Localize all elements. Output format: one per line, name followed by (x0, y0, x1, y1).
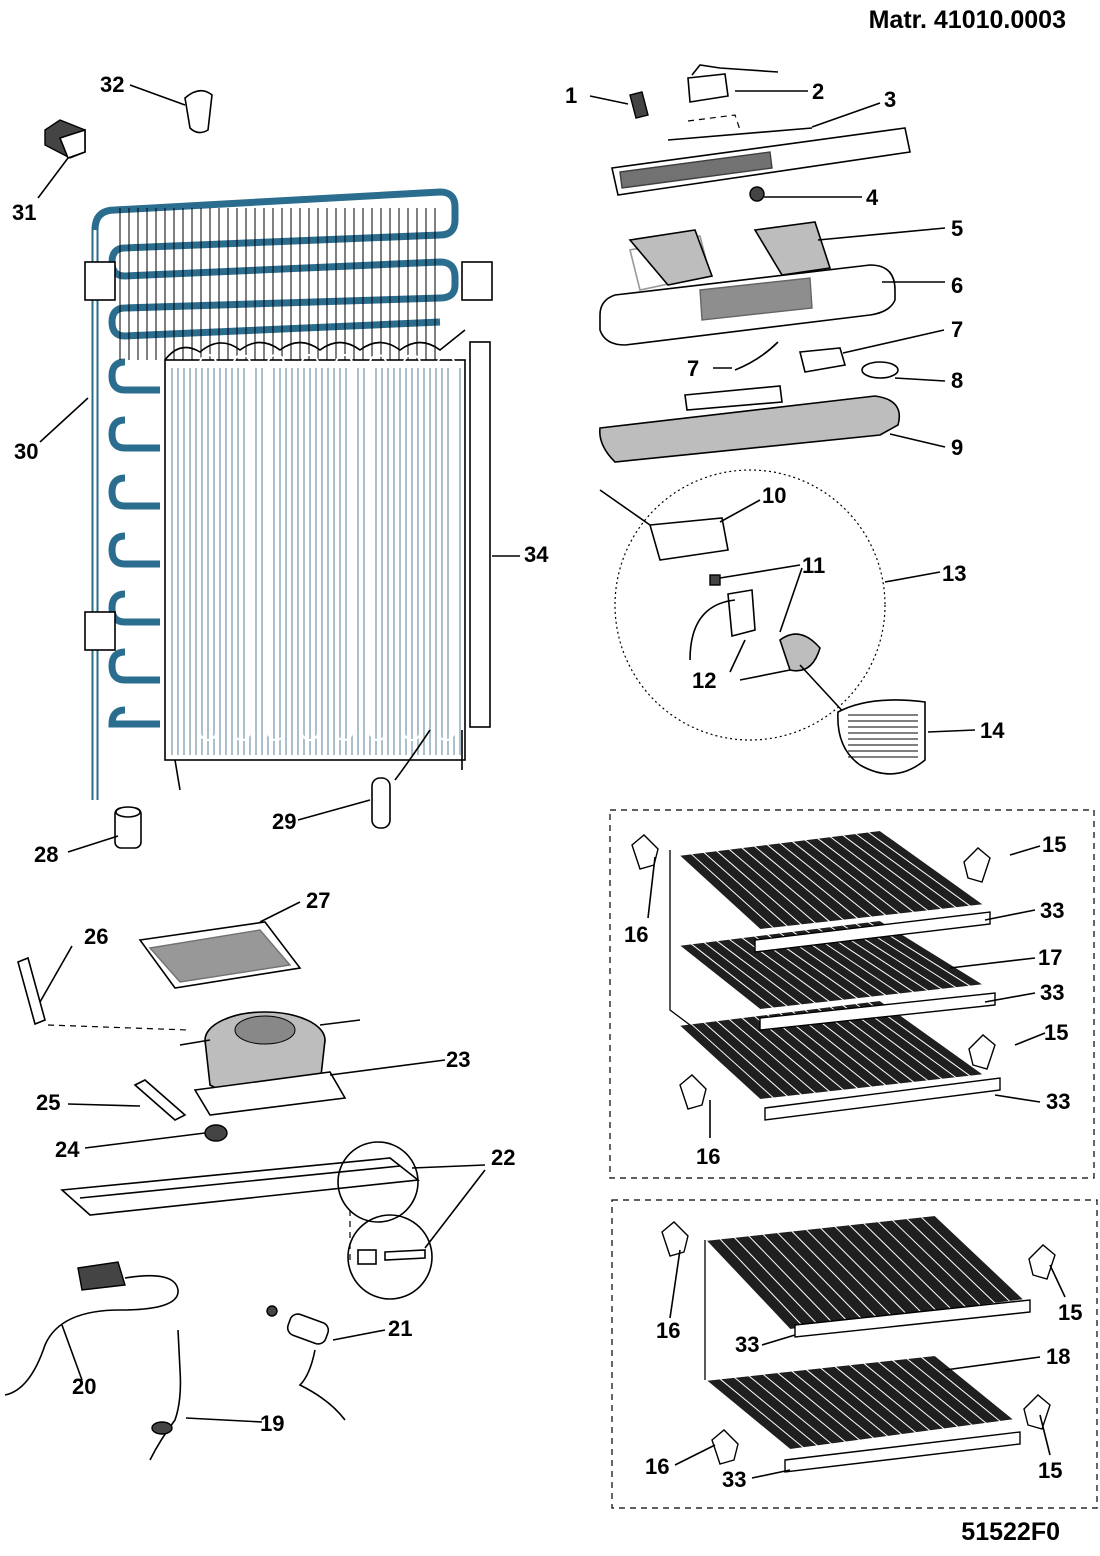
shelf-support-clip (661, 1221, 689, 1257)
callout-16c: 16 (656, 1318, 680, 1343)
cap-31 (44, 119, 86, 160)
callout-15d: 15 (1038, 1458, 1062, 1483)
grommet-28 (114, 806, 142, 849)
callout-11: 11 (802, 553, 825, 578)
callout-19: 19 (260, 1411, 284, 1436)
wire-shelf (675, 828, 988, 932)
callout-16d: 16 (645, 1454, 669, 1479)
callout-18: 18 (1046, 1344, 1070, 1369)
callout-26: 26 (84, 924, 108, 949)
callout-33e: 33 (722, 1467, 746, 1492)
callout-7a: 7 (687, 356, 699, 381)
callout-31: 31 (12, 200, 36, 225)
callout-20: 20 (72, 1374, 96, 1399)
thermostat-bracket-1 (629, 91, 649, 119)
callout-16a: 16 (624, 922, 648, 947)
callout-32: 32 (100, 72, 124, 97)
fan-cover-14 (837, 699, 926, 775)
capacitor-21 (266, 1305, 346, 1421)
callout-7b: 7 (951, 317, 963, 342)
pin-26 (17, 956, 46, 1026)
shelf-trim (794, 1299, 1031, 1338)
bulb-8 (861, 361, 899, 379)
thermostat-plate-3 (611, 127, 911, 196)
shelf-support-clip (679, 1074, 707, 1110)
callout-4: 4 (866, 185, 879, 210)
callout-10: 10 (762, 483, 786, 508)
callout-33a: 33 (1040, 898, 1064, 923)
shelf-support-clip (1023, 1394, 1051, 1430)
callout-5: 5 (951, 216, 963, 241)
lamp-housing-6 (599, 221, 896, 346)
condenser-bracket-top-right (461, 261, 493, 301)
shelf-trim (764, 1077, 1001, 1121)
callout-23: 23 (446, 1047, 470, 1072)
wire-shelf (702, 1213, 1028, 1332)
callout-6: 6 (951, 273, 963, 298)
condenser-bracket-bottom-left (84, 611, 116, 651)
callout-25: 25 (36, 1090, 60, 1115)
callout-15c: 15 (1058, 1300, 1082, 1325)
wire-shelf (702, 1353, 1018, 1452)
callout-33c: 33 (1046, 1089, 1070, 1114)
callout-13: 13 (942, 561, 966, 586)
evaporator-side-profile (469, 341, 491, 728)
base-rail-22 (60, 1141, 433, 1300)
callout-33b: 33 (1040, 980, 1064, 1005)
thermostat-2 (687, 64, 779, 103)
callout-33d: 33 (735, 1332, 759, 1357)
thermal-protector-19 (149, 1329, 182, 1461)
shelf-support-clip (631, 834, 659, 870)
power-cord-20 (4, 1261, 179, 1396)
callout-2: 2 (812, 79, 824, 104)
callout-8: 8 (951, 368, 963, 393)
shelf-trim (784, 1431, 1021, 1473)
callout-24: 24 (55, 1137, 80, 1162)
clip-32 (184, 89, 213, 134)
shelf-group-18-box (611, 1199, 1098, 1509)
diagram-code: 51522F0 (961, 1518, 1060, 1546)
compressor-mount-plate-27 (138, 921, 302, 989)
shelf-support-clip (963, 847, 991, 883)
callout-labels: 1 2 3 4 5 6 7 7 8 9 10 11 12 13 14 15 15… (12, 72, 1082, 1492)
callout-17: 17 (1038, 945, 1062, 970)
wire-shelf (675, 998, 988, 1102)
nut-24 (204, 1124, 228, 1142)
callout-1: 1 (565, 83, 577, 108)
lamp-cover-9 (598, 385, 900, 463)
callout-29: 29 (272, 809, 296, 834)
evaporator-panel (164, 329, 491, 791)
callout-15b: 15 (1044, 1020, 1068, 1045)
shelf-support-clip (1028, 1244, 1056, 1280)
shelf-group-17-box (609, 809, 1095, 1179)
shelf-support-clip (968, 1034, 996, 1070)
callout-34: 34 (524, 542, 549, 567)
callout-30: 30 (14, 439, 38, 464)
shelf-support-clip (711, 1429, 739, 1465)
callout-16b: 16 (696, 1144, 720, 1169)
callout-9: 9 (951, 435, 963, 460)
callout-3: 3 (884, 87, 896, 112)
callout-21: 21 (388, 1316, 412, 1341)
shelf-trim (759, 992, 996, 1031)
model-number: Matr. 41010.0003 (868, 6, 1066, 34)
callout-27: 27 (306, 888, 330, 913)
callout-15a: 15 (1042, 832, 1066, 857)
condenser-coil (84, 188, 493, 800)
knob-4 (749, 186, 765, 202)
compressor-23 (179, 1011, 361, 1116)
condenser-bracket-top-left (84, 261, 116, 301)
shelf-trim (754, 911, 991, 953)
callout-12: 12 (692, 668, 716, 693)
lamp-socket-7 (734, 341, 847, 373)
condenser-wires (119, 208, 436, 360)
callout-22: 22 (491, 1145, 515, 1170)
callout-28: 28 (34, 842, 58, 867)
strap-25 (133, 1079, 187, 1121)
callout-14: 14 (980, 718, 1005, 743)
drier-filter (371, 777, 391, 829)
leader-lines (37, 84, 1066, 1479)
